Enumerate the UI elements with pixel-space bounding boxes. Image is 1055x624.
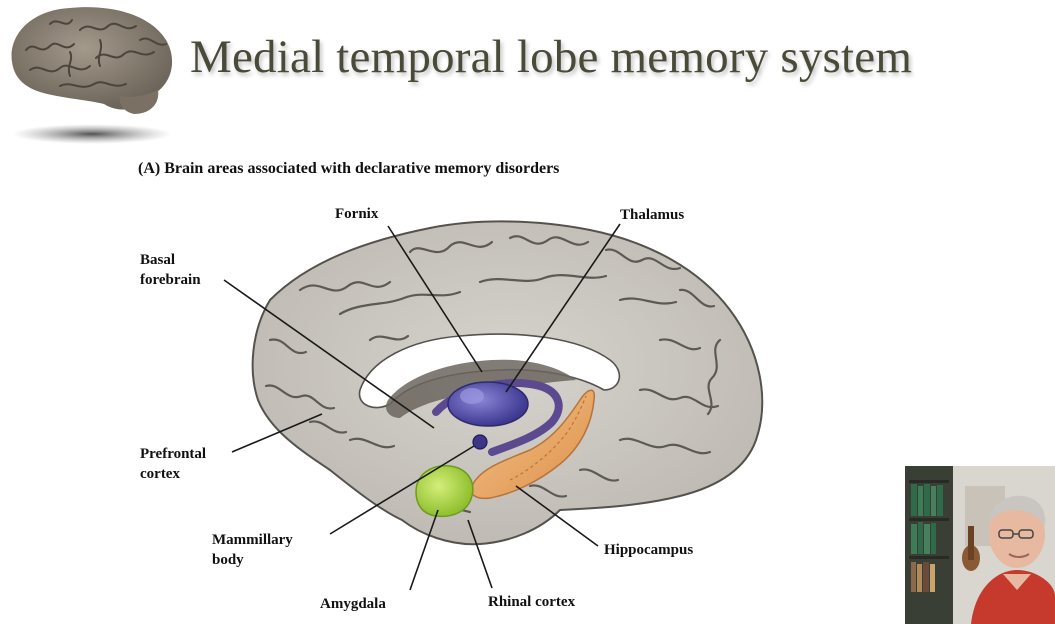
amygdala bbox=[415, 465, 474, 518]
presenter-webcam-icon bbox=[905, 466, 1055, 624]
hippocampus bbox=[470, 389, 596, 500]
label-thalamus: Thalamus bbox=[620, 207, 685, 223]
brain-diagram: Fornix Thalamus Basal forebrain Prefront… bbox=[120, 190, 820, 620]
label-prefrontal-cortex: Prefrontal cortex bbox=[140, 446, 207, 482]
mammillary-body bbox=[472, 434, 488, 450]
thalamus bbox=[447, 381, 529, 427]
label-rhinal-cortex: Rhinal cortex bbox=[488, 594, 576, 610]
figure-caption: (A) Brain areas associated with declarat… bbox=[138, 160, 560, 177]
label-hippocampus: Hippocampus bbox=[604, 542, 694, 558]
label-amygdala: Amygdala bbox=[320, 596, 386, 612]
brain-logo-icon bbox=[0, 0, 190, 150]
slide-title: Medial temporal lobe memory system bbox=[190, 31, 913, 83]
leader-lines bbox=[223, 223, 621, 591]
sulci bbox=[264, 235, 722, 514]
label-mammillary-body: Mammillary body bbox=[212, 532, 293, 568]
label-fornix: Fornix bbox=[335, 206, 379, 222]
label-basal-forebrain: Basal forebrain bbox=[140, 252, 201, 288]
